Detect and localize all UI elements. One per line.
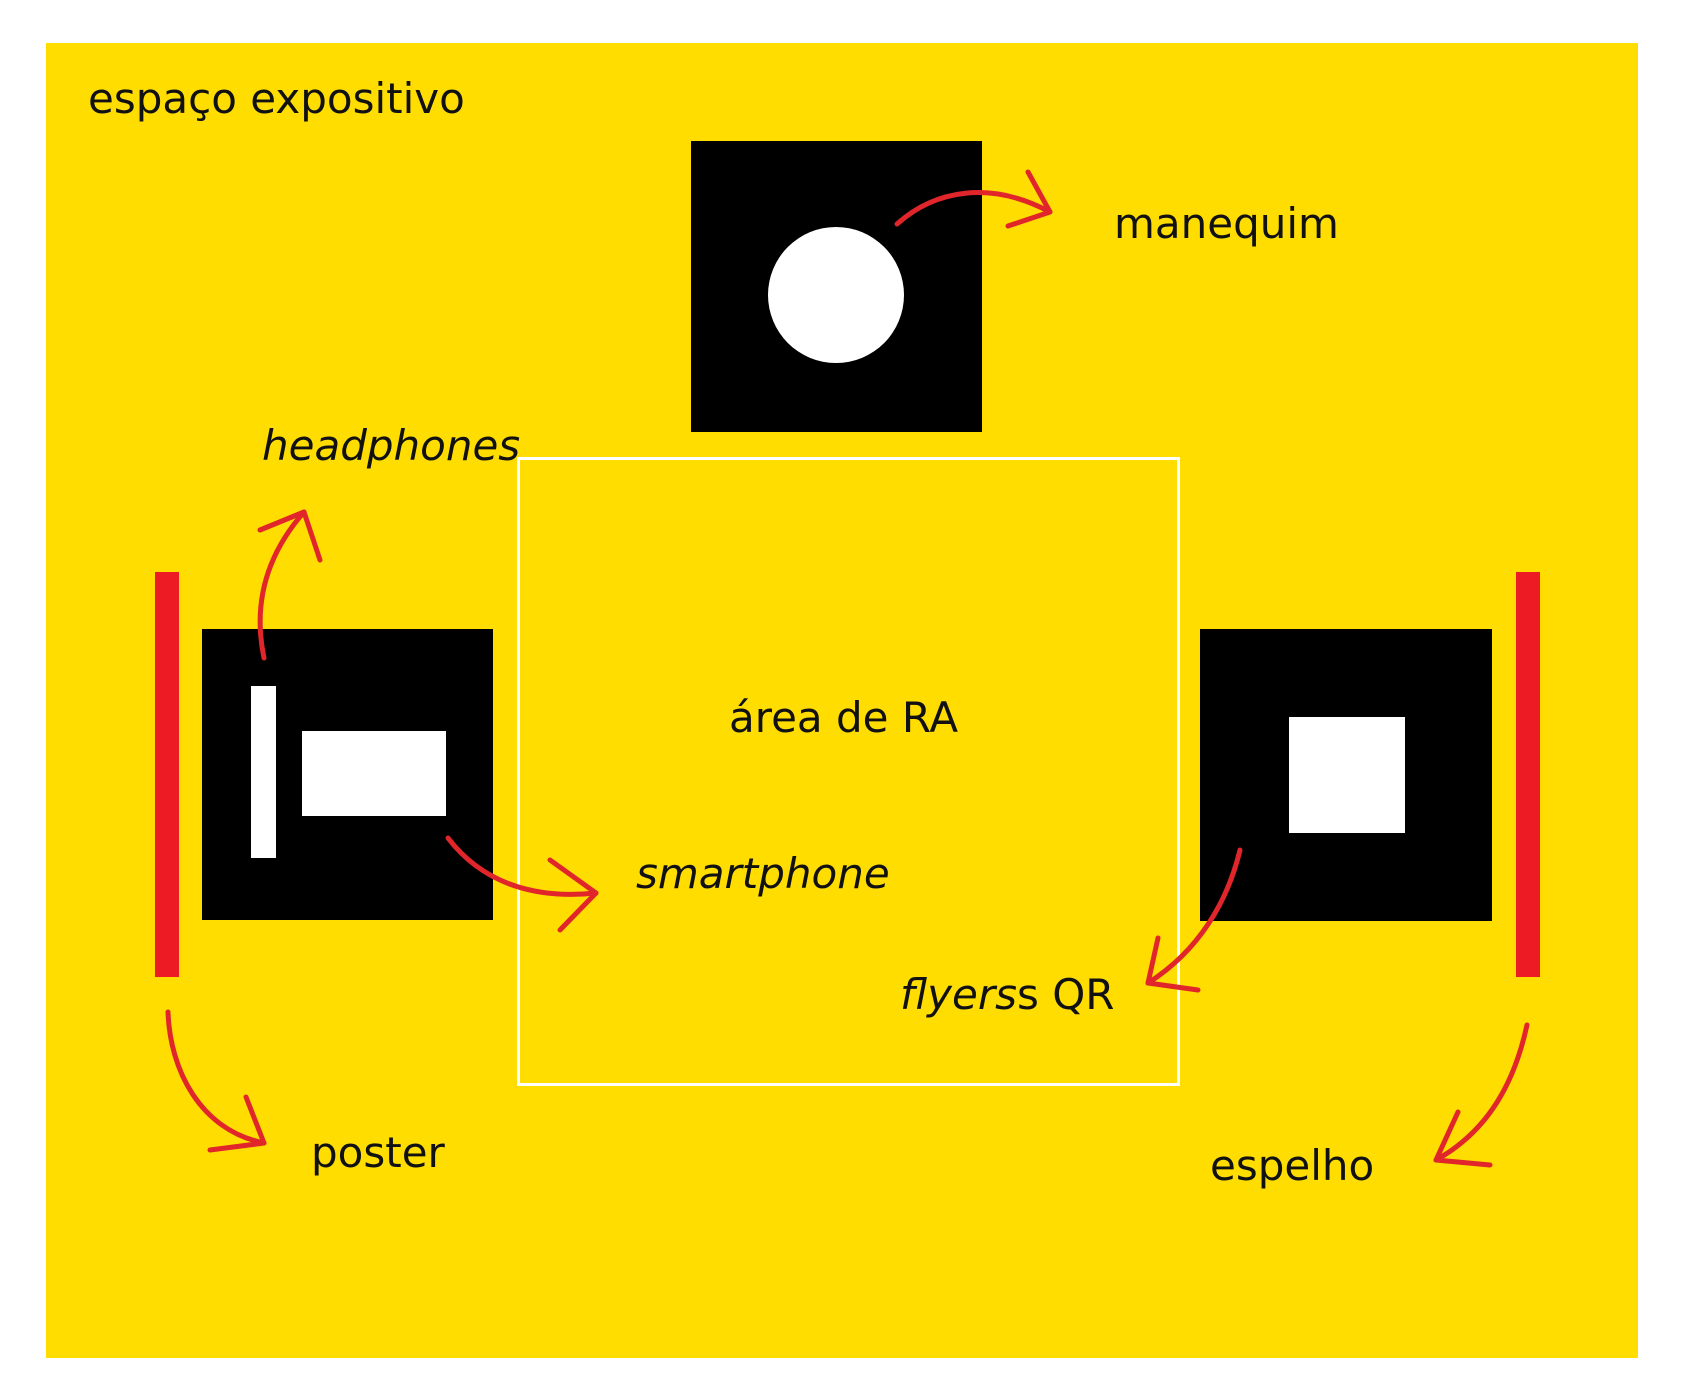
smartphone-arrow — [445, 835, 599, 933]
flyers-label-italic: flyers — [900, 970, 1017, 1019]
poster-label: poster — [311, 1128, 445, 1177]
ar-area-outline — [517, 457, 1180, 1086]
headphones-arrow — [257, 509, 323, 661]
smartphone-label: smartphone — [636, 849, 890, 898]
mannequin-stand — [691, 141, 982, 432]
flyers-label-rest: s QR — [1016, 970, 1115, 1019]
mirror-label: espelho — [1210, 1141, 1375, 1190]
mannequin-label: manequim — [1114, 199, 1339, 248]
poster-wall-left — [155, 572, 179, 977]
mannequin-circle-icon — [768, 227, 904, 363]
exhibition-space-title: espaço expositivo — [88, 74, 465, 123]
flyers-qr-label: flyerss QR — [900, 974, 1114, 1016]
ar-area-label: área de RA — [729, 693, 959, 742]
mirror-arrow — [1433, 1022, 1530, 1168]
mirror-wall-right — [1516, 572, 1540, 977]
mirror-stand-right — [1200, 629, 1492, 921]
device-stand-left — [202, 629, 493, 920]
flyers-arrow — [1145, 847, 1243, 993]
headphones-bar-icon — [251, 686, 276, 858]
smartphone-rect-icon — [302, 731, 446, 816]
poster-arrow — [165, 1009, 267, 1153]
mannequin-arrow — [894, 169, 1053, 229]
mirror-square-icon — [1289, 717, 1405, 833]
headphones-label: headphones — [262, 421, 521, 470]
